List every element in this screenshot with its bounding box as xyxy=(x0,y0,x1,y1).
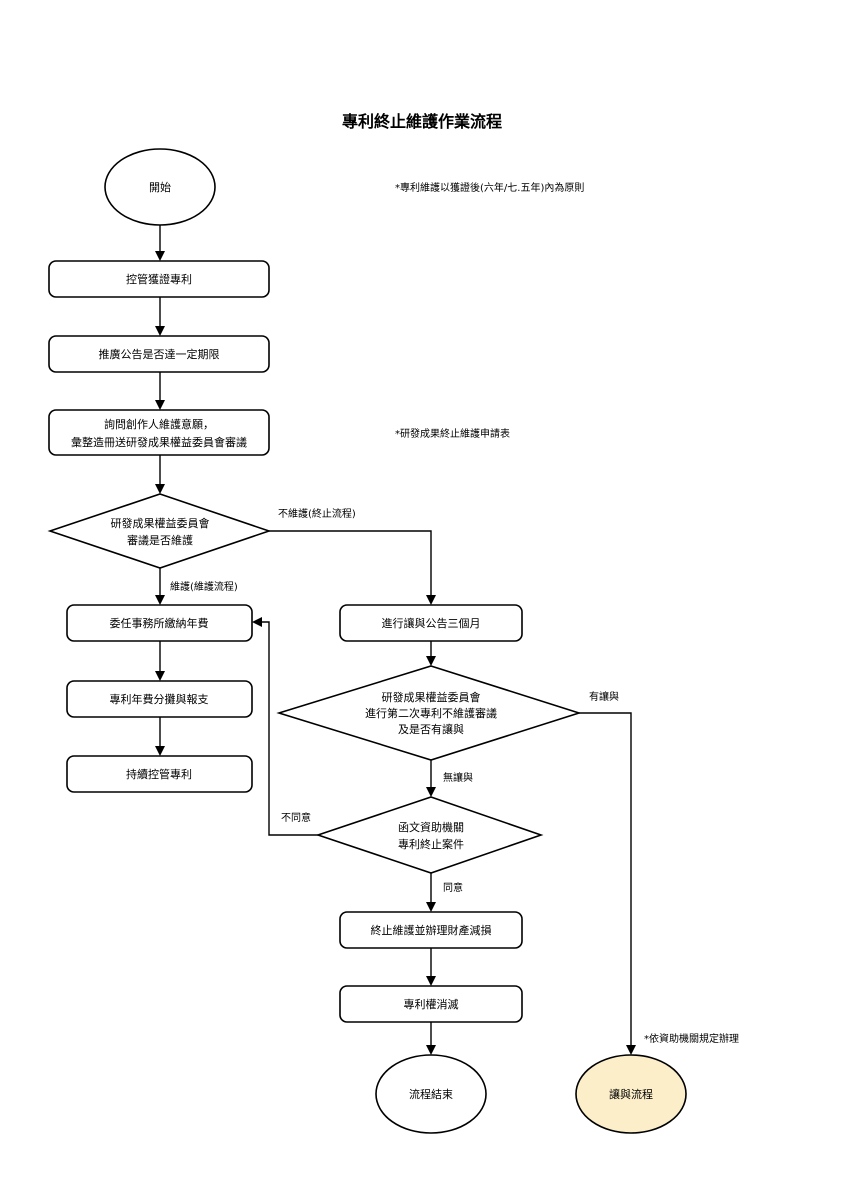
edge-label-agree: 同意 xyxy=(443,881,463,894)
connector-funding-agency-disagree xyxy=(254,622,318,835)
control-patent-label: 控管獲證專利 xyxy=(126,272,192,286)
decision-funding-agency-line1: 函文資助機關 xyxy=(398,820,464,834)
continue-control-label: 持續控管專利 xyxy=(126,767,192,781)
note-application-form: *研發成果終止維護申請表 xyxy=(395,427,510,440)
extinguish-label: 專利權消滅 xyxy=(404,997,459,1011)
note-maintenance-period: *專利維護以獲證後(六年/七.五年)內為原則 xyxy=(395,181,584,194)
note-funding-agency: *依資助機關規定辦理 xyxy=(644,1032,739,1045)
edge-label-disagree: 不同意 xyxy=(281,811,311,824)
decision-maintain-line1: 研發成果權益委員會 xyxy=(111,516,210,530)
edge-label-not-maintain: 不維護(終止流程) xyxy=(278,507,356,520)
edge-label-maintain: 維護(維護流程) xyxy=(170,580,238,593)
end-label: 流程結束 xyxy=(409,1087,453,1101)
decision-maintain-line2: 審議是否維護 xyxy=(127,533,193,547)
transfer-flow-label: 讓與流程 xyxy=(609,1087,653,1101)
decision-funding-agency-diamond xyxy=(318,797,541,873)
edge-label-has-transfer: 有讓與 xyxy=(589,690,619,703)
terminate-label: 終止維護並辦理財產減損 xyxy=(371,923,492,937)
decision-maintain-diamond xyxy=(50,494,269,568)
connector-decision-to-transfer-announce xyxy=(269,531,431,603)
transfer-announce-label: 進行讓與公告三個月 xyxy=(382,616,481,630)
edge-label-no-transfer: 無讓與 xyxy=(443,771,473,784)
entrust-fee-label: 委任事務所繳納年費 xyxy=(110,616,209,630)
promotion-period-label: 推廣公告是否達一定期限 xyxy=(99,347,220,361)
decision-second-review-line3: 及是否有讓與 xyxy=(398,722,464,736)
decision-second-review-line2: 進行第二次專利不維護審議 xyxy=(365,706,497,720)
start-label: 開始 xyxy=(149,180,171,194)
inquiry-label-line1: 詢問創作人維護意願， xyxy=(104,417,214,431)
page-title: 專利終止維護作業流程 xyxy=(342,112,502,131)
decision-funding-agency-line2: 專利終止案件 xyxy=(398,837,464,851)
decision-second-review-line1: 研發成果權益委員會 xyxy=(382,690,481,704)
inquiry-label-line2: 彙整造冊送研發成果權益委員會審議 xyxy=(71,435,247,449)
connector-review-to-transfer-flow xyxy=(579,713,631,1053)
fee-allocation-label: 專利年費分攤與報支 xyxy=(110,692,209,706)
